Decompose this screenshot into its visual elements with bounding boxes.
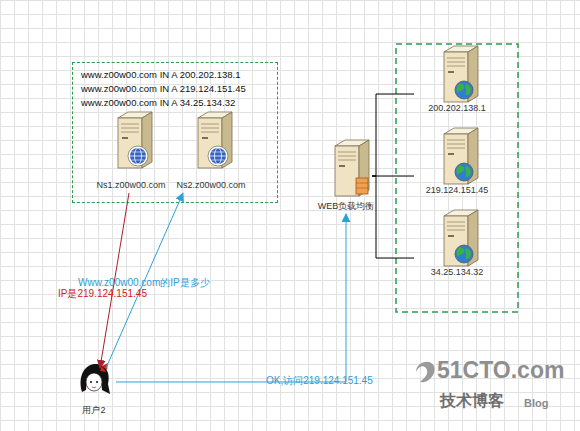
dns-server-icon: [198, 112, 232, 168]
web-server-icon: [444, 128, 478, 184]
node-label: WEB负载均衡: [318, 201, 375, 214]
network-wire: [372, 94, 414, 176]
load-balancer-icon: [335, 140, 369, 196]
web-server-icon: [444, 46, 478, 102]
watermark: 51CTO.com: [437, 359, 564, 382]
dns-server-icon: [118, 112, 152, 168]
node-label: 200.202.138.1: [428, 103, 486, 116]
node-label: Ns1.z00w00.com: [96, 180, 165, 193]
request-arrow: [116, 214, 346, 382]
dns-record: www.z00w00.com IN A 34.25.134.32: [81, 96, 277, 110]
node-label: 用户2: [82, 405, 105, 418]
dns-zone-box: www.z00w00.com IN A 200.202.138.1www.z00…: [72, 62, 278, 203]
web-server: 219.124.151.45: [414, 128, 500, 198]
web-server-icon: [444, 210, 478, 266]
edge-label: Www.z00w00.com的IP是多少: [78, 277, 210, 289]
user: 用户2: [72, 360, 116, 418]
name-server: Ns2.z00w00.com: [171, 107, 251, 193]
network-wire: [372, 176, 414, 258]
node-label: 219.124.151.45: [426, 185, 489, 198]
load-balancer: WEB负载均衡: [320, 138, 372, 214]
web-server: 34.25.134.32: [414, 210, 500, 280]
server-group-box: [396, 44, 518, 312]
user-icon: [81, 363, 111, 394]
name-server: Ns1.z00w00.com: [91, 107, 171, 193]
web-server: 200.202.138.1: [414, 46, 500, 116]
network-wire: [372, 176, 414, 177]
node-label: Ns2.z00w00.com: [176, 180, 245, 193]
watermark: 技术博客: [440, 393, 504, 409]
dns-record: www.z00w00.com IN A 219.124.151.45: [81, 82, 277, 96]
watermark: Blog: [524, 398, 548, 409]
edge-label: IP是219.124.151.45: [58, 288, 147, 300]
watermark-logo: [416, 362, 435, 383]
edge-label: OK,访问219.124.151.45: [266, 375, 373, 387]
dns-record: www.z00w00.com IN A 200.202.138.1: [81, 68, 277, 82]
node-label: 34.25.134.32: [431, 267, 484, 280]
